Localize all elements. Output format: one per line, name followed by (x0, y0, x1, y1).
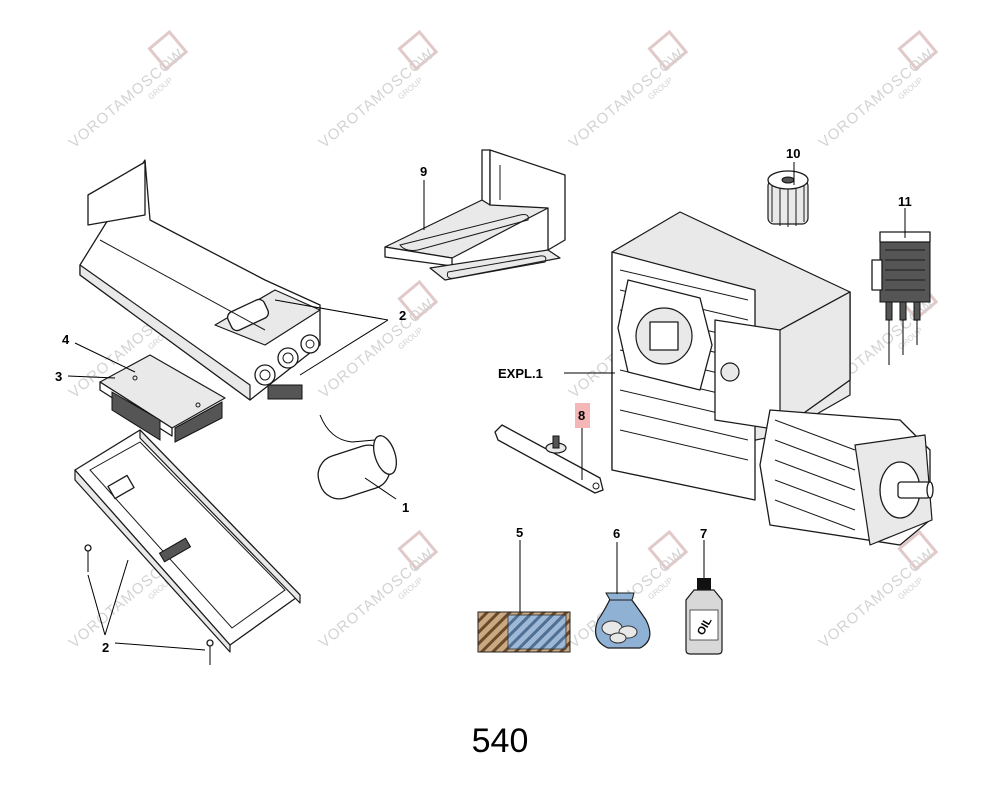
watermark-text: VOROTAMOSCOW (816, 545, 938, 651)
watermark-logo-icon (647, 529, 689, 571)
expl-1-gear-motor (611, 211, 934, 546)
watermark-logo-icon (647, 29, 689, 71)
part-5-mesh-pad (477, 611, 571, 653)
part-9-bracket (384, 149, 566, 281)
part-10-gear (767, 170, 809, 227)
watermark-text: VOROTAMOSCOW (816, 45, 938, 151)
callout-10: 10 (786, 146, 800, 161)
watermark-logo-icon (397, 279, 439, 321)
watermark-logo-icon (897, 529, 939, 571)
watermark-text: VOROTAMOSCOW (316, 45, 438, 151)
part-2-control-box-base (74, 429, 301, 665)
watermark-text: VOROTAMOSCOW (316, 545, 438, 651)
part-8-release-lever (494, 424, 604, 494)
callout-expl-1: EXPL.1 (498, 366, 543, 381)
watermark-logo-icon (147, 29, 189, 71)
watermark-text: VOROTAMOSCOW (66, 45, 188, 151)
callout-11: 11 (898, 194, 912, 209)
watermark-logo-icon (897, 29, 939, 71)
page-number: 540 (472, 722, 529, 760)
callout-8-highlight (575, 403, 590, 428)
callout-1: 1 (402, 500, 409, 515)
watermark-text: VOROTAMOSCOW (316, 295, 438, 401)
part-1-capacitor (317, 414, 397, 500)
callout-6: 6 (613, 526, 620, 541)
watermark-logo-icon (397, 529, 439, 571)
callout-2-lower: 2 (102, 640, 109, 655)
part-7-oil-bottle: OIL (685, 578, 723, 655)
callout-4: 4 (62, 332, 70, 347)
callout-8: 8 (578, 408, 585, 423)
part-6-hardware-bag (595, 592, 651, 649)
watermark-logo-icon (397, 29, 439, 71)
callout-7: 7 (700, 526, 707, 541)
callout-9: 9 (420, 164, 427, 179)
callout-5: 5 (516, 525, 523, 540)
leader-lines (67, 162, 906, 651)
callout-2-upper: 2 (399, 308, 406, 323)
callouts: 1 2 2 3 4 5 6 7 8 9 10 11 EXPL.1 (55, 146, 912, 655)
part-4-circuit-board (99, 354, 226, 443)
watermark-text: VOROTAMOSCOW (566, 45, 688, 151)
callout-3: 3 (55, 369, 62, 384)
